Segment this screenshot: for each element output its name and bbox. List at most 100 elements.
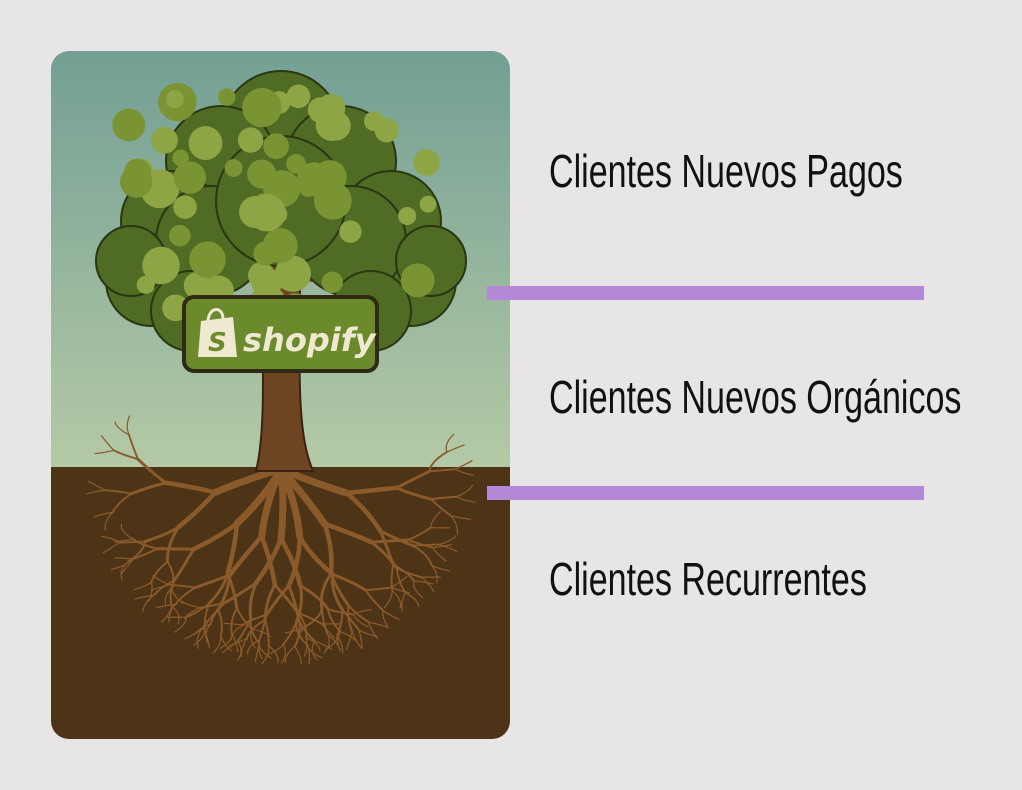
root	[303, 636, 308, 657]
root	[323, 633, 331, 654]
foliage-highlight	[299, 178, 318, 198]
root	[136, 457, 168, 485]
root	[381, 609, 389, 629]
root	[233, 465, 285, 527]
root	[383, 590, 393, 609]
root	[120, 560, 130, 580]
root	[176, 490, 218, 530]
layer-label-paid: Clientes Nuevos Pagos	[549, 145, 903, 197]
root	[412, 544, 433, 566]
foliage-highlight	[218, 88, 236, 106]
root	[231, 633, 239, 653]
root	[166, 560, 175, 589]
root	[404, 592, 420, 607]
foliage-highlight	[413, 149, 440, 176]
root	[307, 644, 323, 659]
foliage-highlight	[224, 159, 243, 177]
root	[168, 603, 177, 623]
root	[203, 629, 211, 649]
root	[203, 602, 210, 631]
shopify-tree-illustration: S shopify	[51, 51, 510, 739]
root	[224, 581, 258, 604]
root	[395, 486, 433, 501]
root	[251, 628, 271, 637]
root	[446, 444, 465, 453]
root	[430, 510, 442, 529]
root	[391, 590, 402, 609]
root	[324, 634, 338, 651]
root	[223, 622, 244, 626]
root	[305, 636, 321, 652]
foliage-highlight	[248, 193, 286, 232]
root	[450, 515, 459, 535]
root	[171, 586, 184, 604]
root	[129, 481, 168, 496]
root	[156, 603, 177, 609]
root	[347, 604, 354, 633]
foliage-highlight	[315, 108, 348, 142]
root	[152, 579, 176, 597]
root	[278, 536, 303, 588]
root	[297, 534, 336, 577]
root	[406, 526, 432, 542]
root	[430, 563, 450, 572]
root	[248, 581, 258, 621]
layer-label-organic: Clientes Nuevos Orgánicos	[549, 371, 962, 423]
root	[196, 629, 203, 649]
roots	[86, 415, 476, 665]
root	[132, 538, 159, 550]
root	[225, 521, 240, 576]
root	[161, 605, 173, 623]
foliage-highlight	[173, 161, 207, 194]
foliage-highlight	[136, 275, 155, 294]
root	[345, 630, 353, 651]
root	[112, 449, 139, 461]
root	[263, 583, 277, 622]
root	[114, 421, 130, 436]
root	[450, 515, 471, 520]
root	[104, 511, 114, 531]
foliage-highlight	[339, 220, 362, 243]
root	[352, 613, 369, 628]
root	[273, 583, 300, 615]
root	[174, 586, 197, 606]
root	[127, 540, 147, 563]
root	[226, 571, 239, 610]
foliage-highlight	[374, 118, 399, 143]
root	[390, 586, 411, 594]
foliage-highlight	[188, 126, 223, 160]
root	[298, 584, 330, 611]
root	[133, 581, 152, 591]
root	[164, 586, 173, 606]
root	[277, 465, 287, 543]
root	[118, 540, 147, 544]
root	[364, 589, 384, 611]
foliage-highlight	[165, 90, 184, 109]
root	[207, 571, 230, 606]
root	[445, 433, 455, 453]
root	[390, 576, 408, 589]
root	[432, 546, 447, 562]
root	[100, 435, 115, 451]
logo-text: shopify	[243, 321, 377, 359]
root	[406, 539, 434, 549]
foliage-highlight	[312, 160, 347, 195]
layer-label-recurring: Clientes Recurrentes	[549, 553, 867, 605]
root	[174, 616, 187, 633]
root	[395, 567, 407, 594]
root	[358, 629, 363, 649]
root	[456, 484, 473, 498]
root	[265, 584, 291, 617]
root	[336, 608, 344, 637]
root	[327, 607, 355, 616]
root	[221, 640, 239, 654]
root	[456, 495, 476, 503]
foliage-highlight	[321, 271, 344, 294]
root	[148, 581, 153, 602]
logo-letter: S	[208, 328, 227, 358]
root	[438, 535, 457, 546]
tree-image: S shopify	[51, 51, 510, 739]
root	[240, 637, 248, 658]
root	[381, 609, 400, 620]
foliage-highlight	[262, 228, 298, 264]
